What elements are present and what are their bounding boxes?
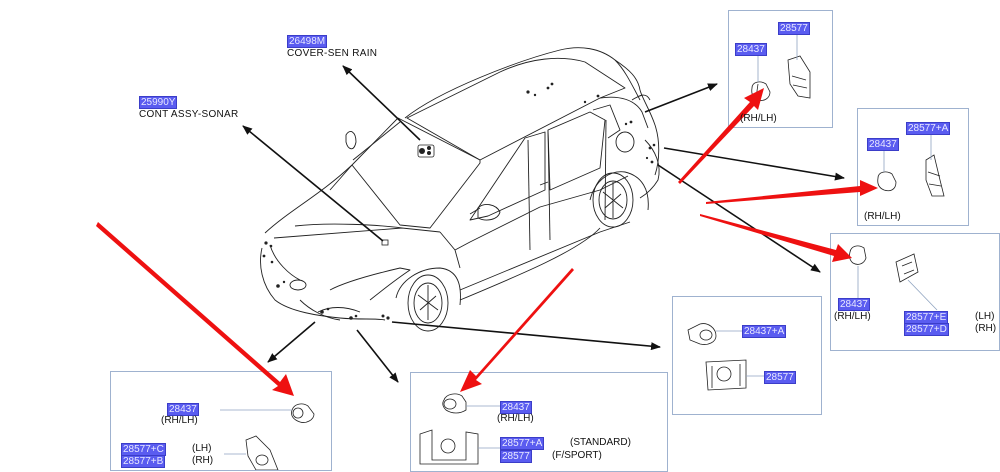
leader-rear-lower [657,164,821,273]
front-center-bracket-part-fsport[interactable]: 28577 [500,450,532,463]
front-corner-bracket-side-rh: (RH) [192,455,214,466]
car-body [260,47,660,332]
sonar-control-part-number[interactable]: 25990Y [139,96,178,109]
rear-corner-bracket-part[interactable]: 28577+A [906,122,951,135]
part-drawings [220,34,945,470]
bracket-drawing [245,435,279,470]
sensor-drawing [687,323,717,345]
rear-lower-bracket-side-rh: (RH) [975,323,997,334]
red-arrow-front-center [460,268,574,392]
front-center-variant-fsport: (F/SPORT) [552,450,602,461]
bracket-drawing [419,429,479,465]
red-arrow-rear-lower [700,214,852,262]
bracket-drawing [895,253,919,283]
front-corner-sensor-part[interactable]: 28437 [167,403,199,416]
front-center-variant-standard: (STANDARD) [570,437,631,448]
box-front-center [410,372,668,472]
leader-sonar-control [242,125,384,242]
leader-rear-upper [644,83,718,113]
bracket-drawing [787,55,811,99]
rear-upper-sensor-part[interactable]: 28437 [735,43,767,56]
leader-front-corner [267,321,316,363]
rear-lower-sensor-part[interactable]: 28437 [838,298,870,311]
sensor-marks [262,82,656,320]
leader-arrows [242,65,845,383]
rear-upper-side-note: (RH/LH) [740,113,777,124]
rear-corner-sensor-part[interactable]: 28437 [867,138,899,151]
red-arrow-rear-upper [678,88,764,184]
rear-lower-side-note: (RH/LH) [834,311,871,322]
sensor-drawing [291,403,315,423]
red-arrow-rear-corner [706,180,878,204]
front-corner-side-note: (RH/LH) [161,415,198,426]
rear-upper-bracket-part[interactable]: 28577 [778,22,810,35]
rear-lower-bracket-part-rh[interactable]: 28577+D [904,323,949,336]
red-arrow-front-corner [96,222,294,396]
sensor-drawing [442,393,467,414]
bracket-drawing [925,154,945,197]
leader-front-center [356,329,399,383]
front-center-sensor-part[interactable]: 28437 [500,401,532,414]
sensor-drawing [877,171,897,192]
rear-lower-bracket-side-lh: (LH) [975,311,995,322]
front-center-bracket-part-standard[interactable]: 28577+A [500,437,545,450]
bracket-drawing [705,359,747,391]
front-center-side-note: (RH/LH) [497,413,534,424]
sensor-drawing [849,245,867,265]
rain-cover-name: COVER-SEN RAIN [287,48,378,59]
rain-cover-part-number[interactable]: 26498M [287,35,328,48]
front-corner-bracket-part-rh[interactable]: 28577+B [121,455,166,468]
red-annotation-arrows [96,88,878,396]
leader-rear-corner [663,147,845,181]
front-side-bracket-part[interactable]: 28577 [764,371,796,384]
front-corner-bracket-side-lh: (LH) [192,443,212,454]
front-side-sensor-part[interactable]: 28437+A [742,325,787,338]
sonar-control-name: CONT ASSY-SONAR [139,109,239,120]
leader-front-side [391,321,661,351]
leader-rain-cover [342,65,421,141]
box-front-side [672,296,822,415]
rear-corner-side-note: (RH/LH) [864,211,901,222]
